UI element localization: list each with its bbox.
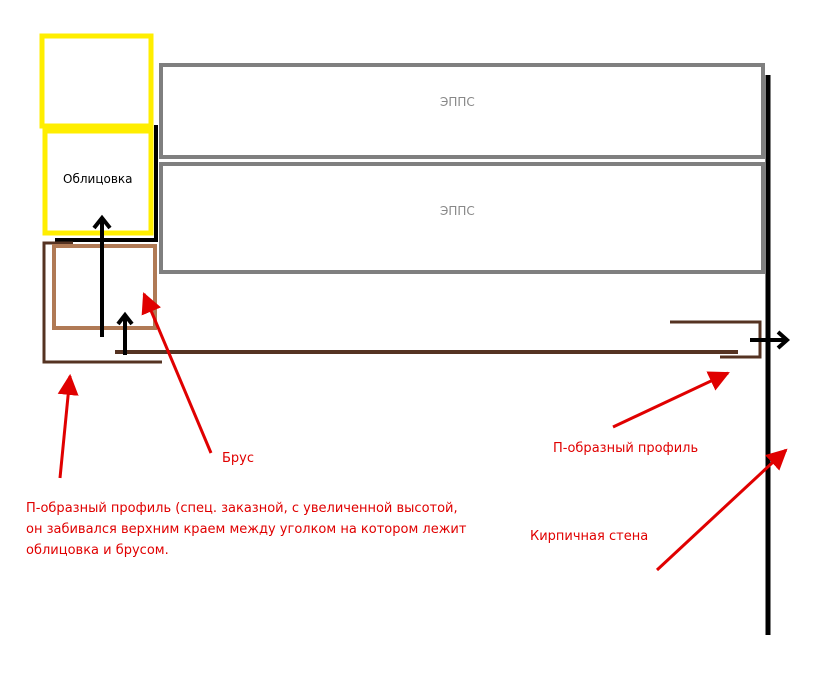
note-line-2: он забивался верхним краем между уголком… bbox=[26, 522, 467, 537]
support-angle bbox=[55, 125, 158, 242]
arrow-up-short-icon bbox=[116, 311, 134, 355]
left-profile-note: П-образный профиль (спец. заказной, с ув… bbox=[26, 498, 466, 561]
brick-wall-label: Кирпичная стена bbox=[530, 529, 649, 544]
annotation-arrow-right-profile bbox=[612, 371, 730, 429]
note-line-1: П-образный профиль (спец. заказной, с ув… bbox=[26, 501, 458, 516]
profile-right-label: П-образный профиль bbox=[553, 441, 699, 456]
epps-label-top: ЭППС bbox=[440, 95, 475, 109]
cladding-block-bottom bbox=[42, 128, 154, 236]
annotation-arrow-beam bbox=[141, 292, 213, 454]
epps-board-top bbox=[159, 63, 765, 159]
beam bbox=[52, 244, 157, 330]
left-u-profile bbox=[42, 241, 162, 364]
cladding-label: Облицовка bbox=[63, 172, 133, 186]
annotation-arrow-left-profile bbox=[57, 373, 79, 479]
beam-label: Брус bbox=[222, 451, 255, 466]
epps-label-bottom: ЭППС bbox=[440, 204, 475, 218]
note-line-3: облицовка и брусом. bbox=[26, 543, 169, 558]
epps-board-bottom bbox=[159, 162, 765, 274]
annotation-arrow-wall bbox=[655, 448, 788, 572]
cladding-block-top bbox=[39, 33, 154, 129]
arrow-right-icon bbox=[750, 330, 791, 350]
arrow-up-long-icon bbox=[92, 214, 112, 337]
